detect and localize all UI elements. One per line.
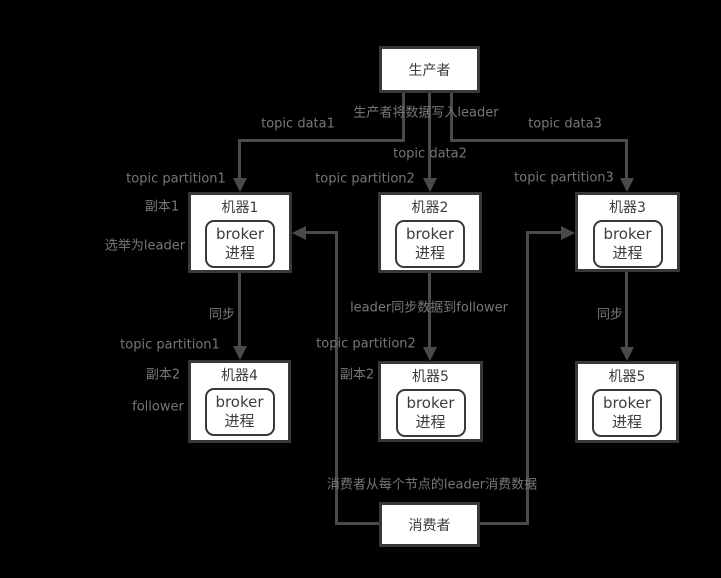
process-label: 进程 — [224, 244, 255, 262]
leader-sync-label: leader同步数据到follower — [350, 300, 508, 316]
machine1-title: 机器1 — [221, 200, 259, 216]
elected-leader-label: 选举为leader — [104, 238, 186, 254]
arrowhead-into-machine5-right-top — [620, 347, 634, 361]
topic-data1-label: topic data1 — [261, 116, 335, 132]
edge-producer-machine2-segment — [428, 92, 431, 178]
machine1-broker-process-box: broker 进程 — [205, 220, 275, 268]
process-label: 进程 — [414, 244, 445, 262]
topic-partition2-top-label: topic partition2 — [315, 171, 415, 187]
machine1-box: 机器1 broker 进程 — [188, 192, 292, 273]
broker-label: broker — [215, 224, 265, 243]
sync-left-label: 同步 — [208, 307, 236, 323]
machine4-broker-process-box: broker 进程 — [204, 388, 275, 436]
broker-label: broker — [405, 224, 455, 243]
arrowhead-into-machine2-top — [423, 178, 437, 192]
topic-partition1-bottom-label: topic partition1 — [120, 337, 220, 353]
broker-label: broker — [215, 392, 264, 411]
follower-label: follower — [132, 399, 184, 415]
machine3-broker-process-box: broker 进程 — [592, 220, 663, 268]
arrowhead-into-machine3-top — [620, 178, 634, 192]
edge-machine3-machine5-segment — [625, 272, 628, 347]
edge-producer-machine1-segment — [238, 140, 241, 178]
consumer-note-label: 消费者从每个节点的leader消费数据 — [326, 477, 538, 493]
edge-machine1-machine4-segment — [238, 273, 241, 346]
broker-label: broker — [603, 224, 652, 243]
edge-consumer-machine1-segment — [335, 231, 338, 525]
process-label: 进程 — [224, 412, 255, 430]
edge-producer-machine3-segment — [450, 92, 453, 142]
edge-machine2-machine5-segment — [428, 273, 431, 347]
arrowhead-into-machine4-top — [233, 346, 247, 360]
machine2-title: 机器2 — [411, 200, 449, 216]
broker-label: broker — [406, 393, 455, 412]
broker-label: broker — [602, 393, 652, 412]
topic-partition1-top-label: topic partition1 — [126, 171, 226, 187]
edge-producer-machine1-segment — [402, 92, 405, 142]
topic-data3-label: topic data3 — [528, 116, 602, 132]
machine5-right-broker-process-box: broker 进程 — [592, 389, 662, 437]
sync-right-label: 同步 — [596, 307, 624, 323]
replica1-label: 副本1 — [144, 199, 180, 215]
edge-producer-machine1-segment — [238, 139, 405, 142]
edge-producer-machine3-segment — [450, 139, 628, 142]
machine5-mid-title: 机器5 — [412, 369, 449, 385]
machine3-title: 机器3 — [609, 200, 646, 216]
process-label: 进程 — [612, 244, 643, 262]
machine4-box: 机器4 broker 进程 — [188, 360, 291, 443]
topic-data2-label: topic data2 — [393, 146, 467, 162]
replica2-mid-label: 副本2 — [339, 367, 375, 383]
machine2-box: 机器2 broker 进程 — [378, 192, 482, 273]
consumer-box: 消费者 — [379, 502, 480, 547]
edge-consumer-machine1-segment — [335, 522, 380, 525]
replica2-left-label: 副本2 — [145, 367, 181, 383]
producer-note-label: 生产者将数据写入leader — [353, 105, 499, 121]
edge-consumer-machine3-segment — [527, 231, 561, 234]
edge-consumer-machine3-segment — [526, 231, 529, 525]
machine4-title: 机器4 — [221, 368, 258, 384]
process-label: 进程 — [415, 413, 446, 431]
edge-consumer-machine3-segment — [480, 522, 529, 525]
machine5-right-title: 机器5 — [608, 369, 646, 385]
edge-producer-machine3-segment — [625, 140, 628, 178]
machine5-right-box: 机器5 broker 进程 — [575, 361, 679, 443]
producer-label: 生产者 — [408, 62, 451, 79]
arrowhead-into-machine3-left — [561, 226, 575, 240]
topic-partition2-bottom-label: topic partition2 — [316, 336, 416, 352]
arrowhead-into-machine1-top — [233, 178, 247, 192]
edge-consumer-machine1-segment — [306, 231, 338, 234]
arrowhead-into-machine1-right — [292, 226, 306, 240]
machine2-broker-process-box: broker 进程 — [395, 220, 465, 268]
producer-box: 生产者 — [379, 46, 480, 93]
consumer-label: 消费者 — [408, 517, 451, 534]
arrowhead-into-machine5-mid-top — [423, 347, 437, 361]
process-label: 进程 — [611, 413, 642, 431]
machine3-box: 机器3 broker 进程 — [575, 192, 680, 272]
machine5-mid-box: 机器5 broker 进程 — [378, 361, 483, 442]
topic-partition3-label: topic partition3 — [514, 170, 614, 186]
machine5-mid-broker-process-box: broker 进程 — [395, 389, 466, 437]
